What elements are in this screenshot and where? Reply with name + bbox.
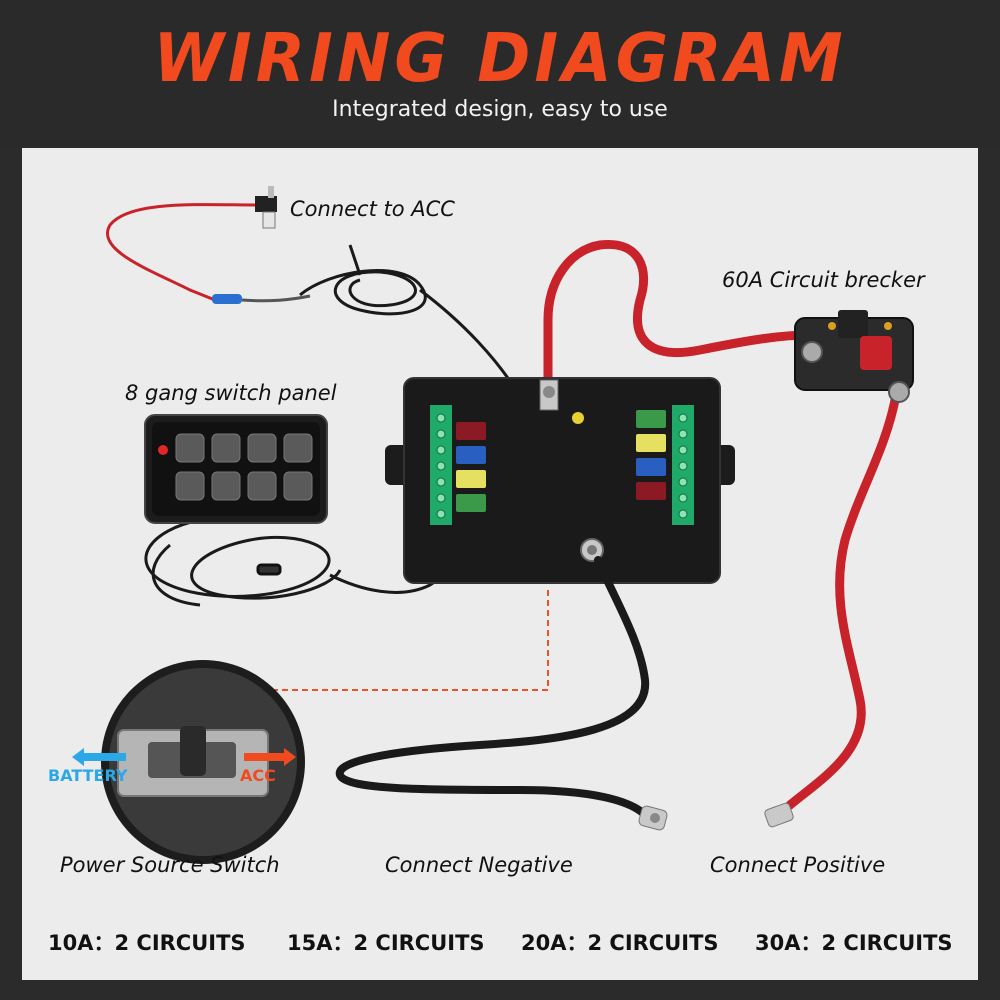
label-battery: BATTERY: [48, 766, 128, 785]
acc-arrow-icon: [244, 748, 296, 766]
circuit-rating: 30A：: [755, 931, 822, 955]
power-icon: [158, 445, 168, 455]
fuse-tap-icon: [255, 186, 277, 229]
positive-terminal: [764, 802, 794, 828]
label-acc: ACC: [240, 766, 276, 785]
dashed-callout: [228, 590, 549, 691]
circuit-count: 2 CIRCUITS: [353, 931, 485, 955]
acc-wire: [106, 203, 311, 304]
circuit-20a: 20A：2 CIRCUITS: [521, 927, 719, 957]
circuit-rating: 10A：: [48, 931, 115, 955]
circuit-count: 2 CIRCUITS: [114, 931, 246, 955]
positive-wire: [785, 395, 900, 810]
switch-panel: [144, 414, 328, 524]
slide-toggle: [180, 726, 206, 776]
circuit-breaker: [794, 310, 914, 403]
page-title: WIRING DIAGRAM: [153, 20, 847, 98]
negative-wire: [335, 556, 650, 819]
battery-arrow-icon: [72, 748, 126, 766]
circuit-rating: 20A：: [521, 931, 588, 955]
breaker-reset-lever: [860, 336, 892, 370]
label-connect-positive: Connect Positive: [710, 853, 886, 877]
circuit-15a: 15A：2 CIRCUITS: [287, 927, 485, 957]
right-fuses: [636, 410, 666, 500]
label-connect-negative: Connect Negative: [385, 853, 573, 877]
page-subtitle: Integrated design, easy to use: [332, 97, 668, 122]
power-source-switch: [101, 660, 305, 864]
label-power-source-switch: Power Source Switch: [60, 853, 280, 877]
fuse-box: [385, 377, 735, 584]
label-connect-acc: Connect to ACC: [290, 197, 455, 221]
circuit-10a: 10A：2 CIRCUITS: [48, 927, 246, 957]
butt-connector: [212, 294, 242, 304]
circuit-30a: 30A：2 CIRCUITS: [755, 927, 953, 957]
positive-wire-to-breaker: [543, 239, 815, 393]
label-circuit-breaker: 60A Circuit brecker: [722, 268, 925, 292]
header-bar: [0, 0, 1000, 148]
circuit-rating: 15A：: [287, 931, 354, 955]
negative-terminal: [638, 805, 668, 831]
circuit-count: 2 CIRCUITS: [821, 931, 953, 955]
left-fuses: [456, 422, 486, 512]
circuit-count: 2 CIRCUITS: [587, 931, 719, 955]
label-switch-panel: 8 gang switch panel: [125, 381, 337, 405]
